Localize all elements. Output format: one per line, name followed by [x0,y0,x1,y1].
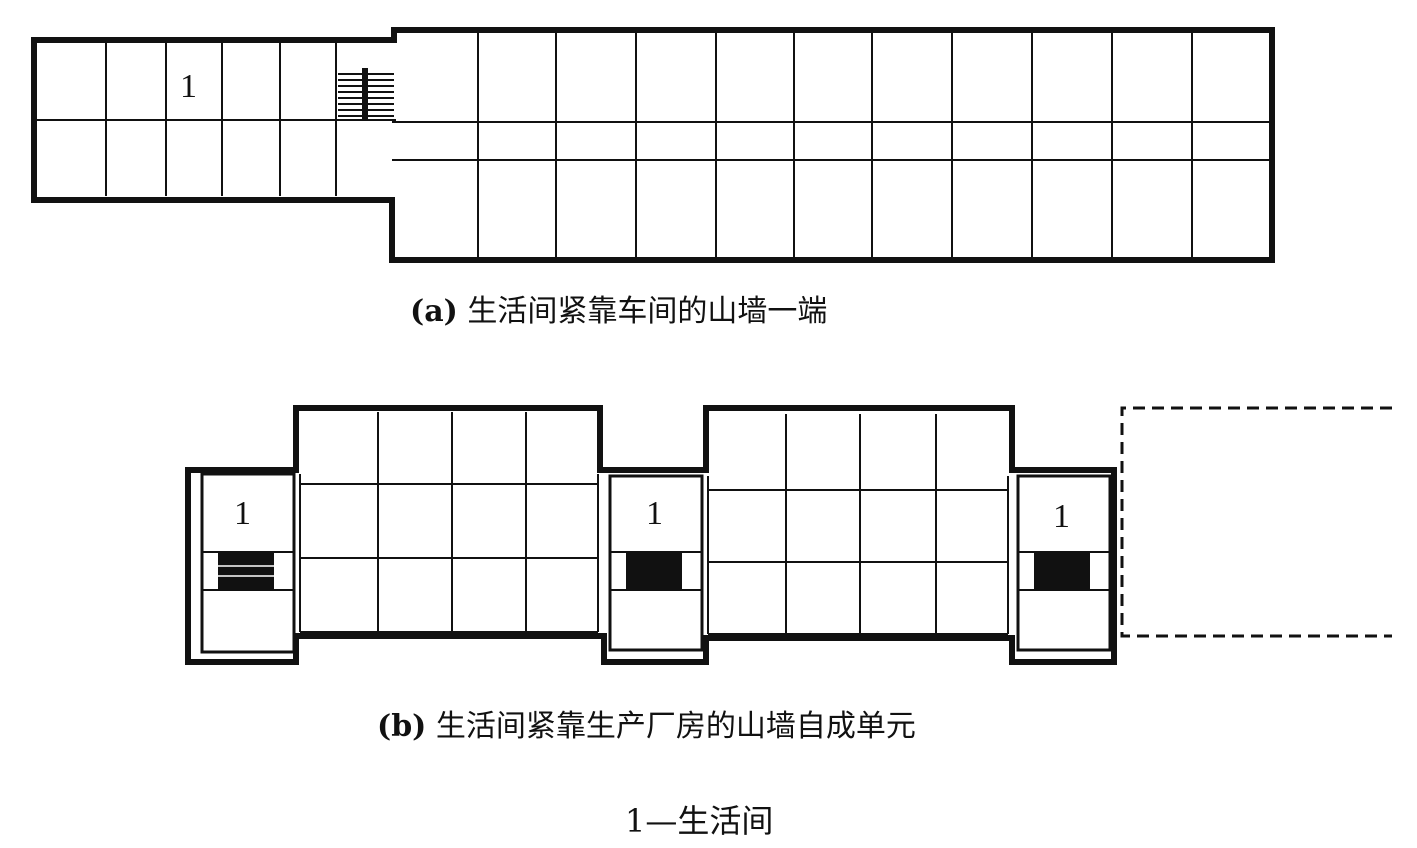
plan-b-room-label-2: 1 [646,495,663,532]
caption-b-text: 生活间紧靠生产厂房的山墙自成单元 [435,709,916,744]
plan-b-living-unit-3 [1016,474,1112,652]
plan-b-living-unit-1 [200,472,296,654]
legend: 1—生活间 [625,802,774,840]
plan-a [31,27,1275,263]
plan-b-room-label-1: 1 [234,495,251,532]
plan-b-living-unit-2 [608,474,704,652]
plan-b-workshop-1 [299,412,599,633]
plan-b-future-extension [1120,406,1392,638]
caption-a-prefix: (a) [410,294,458,329]
plan-b [185,405,1392,665]
plan-a-staircase [338,68,394,120]
caption-a: (a) 生活间紧靠车间的山墙一端 [410,286,827,330]
plan-a-outer-wall [31,27,1275,263]
plan-b-outer-wall [185,405,1117,665]
caption-a-text: 生活间紧靠车间的山墙一端 [467,294,828,329]
plan-b-workshop-2 [707,414,1009,635]
plan-a-room-label: 1 [180,68,197,105]
caption-b: (b) 生活间紧靠生产厂房的山墙自成单元 [377,701,916,745]
caption-b-prefix: (b) [377,709,427,744]
plan-a-workshop-grid [392,32,1272,258]
plan-b-room-label-3: 1 [1053,498,1070,535]
plan-a-living-block-grid [36,42,396,196]
